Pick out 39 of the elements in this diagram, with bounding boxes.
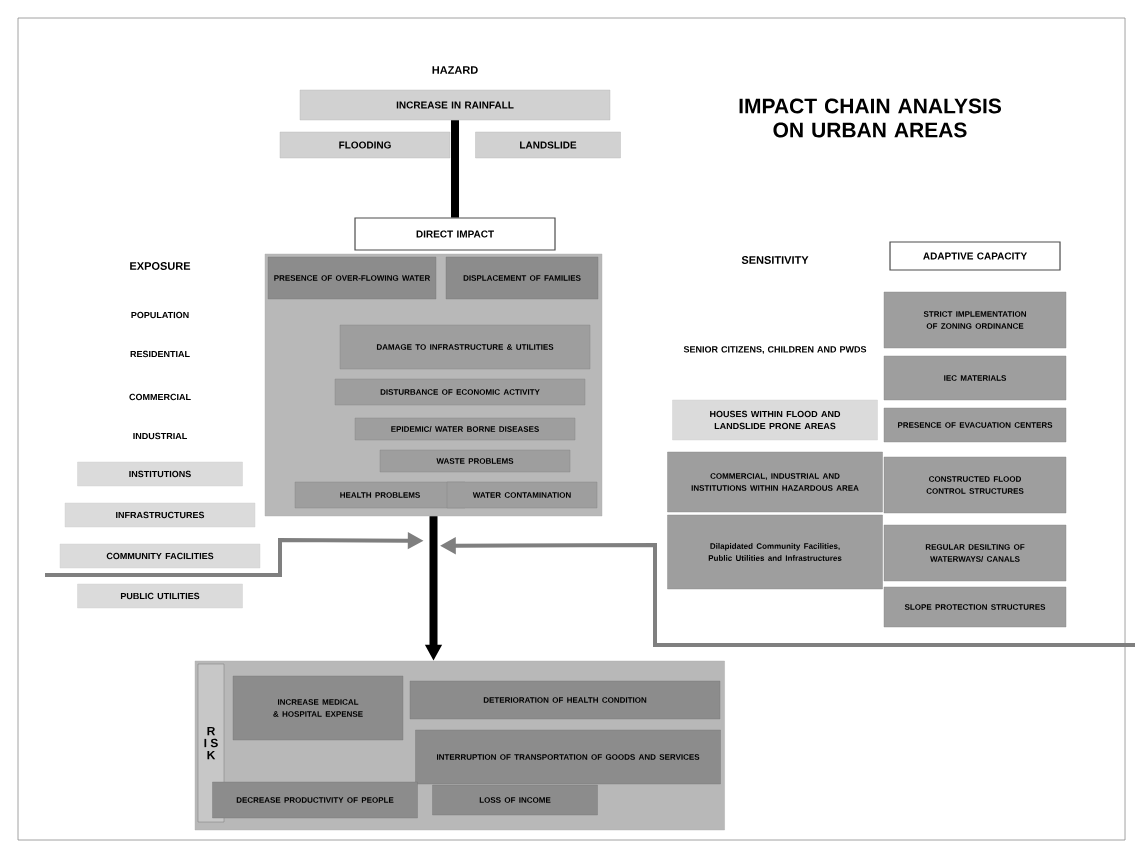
effect-box: PRESENCE OF OVER-FLOWING WATER [267,256,437,300]
effect-box: DETERIORATION OF HEALTH CONDITION [409,680,721,720]
category-box: INFRASTRUCTURES [64,502,256,528]
effect-box: DAMAGE TO INFRASTRUCTURE & UTILITIES [339,324,591,370]
hazard-box: INCREASE IN RAINFALL [299,89,611,121]
heading-text: RESIDENTIAL [130,350,190,358]
effect-box: CONSTRUCTED FLOOD CONTROL STRUCTURES [883,456,1067,514]
effect-box: DECREASE PRODUCTIVITY OF PEOPLE [212,781,418,819]
category-box: INSTITUTIONS [77,461,243,487]
effect-box: COMMERCIAL, INDUSTRIAL AND INSTITUTIONS WITHIN HAZARDOUS AREA [667,451,883,513]
effect-box: REGULAR DESILTING OF WATERWAYS/ CANALS [883,524,1067,582]
heading-text: HAZARD [432,66,478,74]
title: IMPACT CHAIN ANALYSIS ON URBAN AREAS [739,98,1002,138]
category-box: PUBLIC UTILITIES [77,583,243,609]
heading-box: DIRECT IMPACT [354,217,556,251]
effect-box: IEC MATERIALS [883,355,1067,401]
effect-box: DISTURBANCE OF ECONOMIC ACTIVITY [334,378,586,406]
effect-box: Dilapidated Community Facilities, Public Utilities and Infrastructures [667,514,883,590]
effect-box: EPIDEMIC/ WATER BORNE DISEASES [354,417,576,441]
category-box: HOUSES WITHIN FLOOD AND LANDSLIDE PRONE AREAS [672,399,878,441]
effect-box: HEALTH PROBLEMS [294,481,466,509]
category-box: COMMUNITY FACILITIES [59,543,261,569]
effect-box: STRICT IMPLEMENTATION OF ZONING ORDINANCE [883,291,1067,349]
heading-box: ADAPTIVE CAPACITY [889,241,1061,271]
effect-box: INCREASE MEDICAL & HOSPITAL EXPENSE [232,675,404,741]
hazard-box: FLOODING [279,131,451,159]
heading-text: SENIOR CITIZENS, CHILDREN AND PWDS [683,346,867,354]
heading-text: EXPOSURE [130,262,191,270]
heading-text: COMMERCIAL [129,393,191,401]
effect-box: WATER CONTAMINATION [446,481,598,509]
hazard-box: LANDSLIDE [475,131,621,159]
effect-box: DISPLACEMENT OF FAMILIES [445,256,599,300]
heading-text: POPULATION [131,311,189,319]
effect-box: SLOPE PROTECTION STRUCTURES [883,586,1067,628]
heading-text: SENSITIVITY [741,256,809,264]
heading-text: INDUSTRIAL [133,432,187,440]
effect-box: LOSS OF INCOME [432,784,598,816]
effect-box: PRESENCE OF EVACUATION CENTERS [883,407,1067,443]
effect-box: WASTE PROBLEMS [379,449,571,473]
